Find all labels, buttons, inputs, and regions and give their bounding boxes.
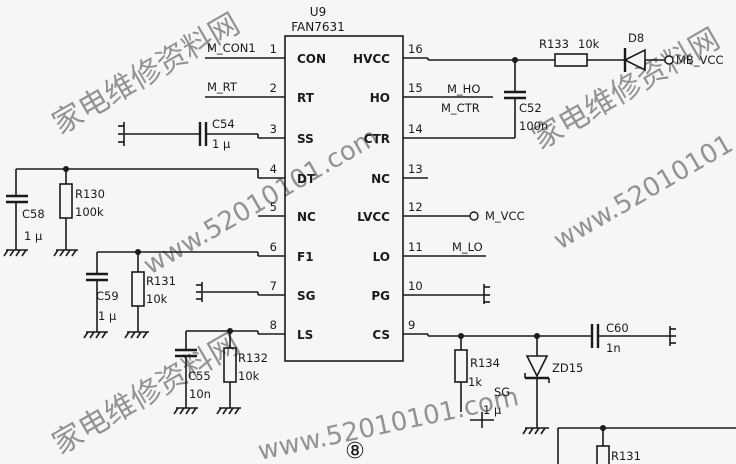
net-dt: C58 1 μ R130 100k — [3, 166, 259, 257]
c54-capacitor: C54 1 μ — [118, 117, 259, 151]
component-value: 1 μ — [24, 229, 43, 243]
net-cs: C60 1n R134 1k SG 1 μ ZD15 — [427, 321, 676, 435]
pin-number: 8 — [270, 318, 277, 332]
net-label: MB_VCC — [676, 53, 724, 67]
component-ref: C54 — [212, 117, 235, 131]
net-label: M_RT — [207, 80, 238, 94]
watermark-text: 家电维修资料网 — [47, 327, 246, 462]
pin-name: LO — [373, 250, 390, 264]
pin-number: 4 — [270, 162, 277, 176]
pin-name: SS — [297, 132, 314, 146]
watermark-layer: 家电维修资料网 www.52010101.com 家电维修资料网 www.520… — [47, 7, 736, 464]
pin-name: F1 — [297, 250, 314, 264]
pin-name: LS — [297, 328, 313, 342]
net-m-lo: M_LO — [428, 240, 486, 257]
component-ref: C60 — [606, 321, 629, 335]
figure-number: ⑧ — [345, 439, 365, 464]
component-ref: C55 — [188, 369, 211, 383]
component-value: 1 μ — [483, 403, 502, 417]
component-ref: R131 — [146, 274, 176, 288]
net-m-con1: M_CON1 — [205, 41, 258, 59]
net-m-rt: M_RT — [205, 80, 258, 98]
pin-name: PG — [371, 289, 390, 303]
component-value: 10k — [238, 369, 260, 383]
net-m-ho: M_HO M_CTR — [428, 82, 493, 115]
component-value: 1n — [606, 341, 621, 355]
pin-name: NC — [297, 210, 316, 224]
component-value: 100n — [519, 119, 548, 133]
watermark-text: www.52010101.com — [139, 122, 384, 281]
pin-number: 3 — [270, 122, 277, 136]
component-value: 100k — [75, 205, 104, 219]
component-ref: C59 — [96, 289, 119, 303]
chip-part: FAN7631 — [291, 20, 345, 34]
pin-name: NC — [371, 172, 390, 186]
net-m-vcc: M_VCC — [428, 209, 525, 223]
pin-name: DT — [297, 172, 316, 186]
pin-name: SG — [297, 289, 316, 303]
pin-name: HO — [370, 91, 390, 105]
pin-number: 14 — [408, 122, 423, 136]
pin-number: 1 — [270, 42, 277, 56]
pin-number: 6 — [270, 240, 277, 254]
component-value: 1 μ — [98, 309, 117, 323]
net-label: M_CON1 — [207, 41, 256, 55]
pin-name: CS — [372, 328, 390, 342]
component-ref: R134 — [470, 356, 500, 370]
net-label: M_LO — [452, 240, 483, 254]
component-value: 1 μ — [212, 137, 231, 151]
component-value: 10k — [146, 292, 168, 306]
pin-number: 5 — [270, 200, 277, 214]
net-f1: C59 1 μ R131 10k — [83, 249, 259, 339]
partial-r131-circuit: R131 — [557, 425, 736, 464]
net-label: M_VCC — [485, 209, 525, 223]
pin-number: 9 — [408, 318, 415, 332]
component-ref: R131 — [611, 449, 641, 463]
pin-name: HVCC — [353, 52, 390, 66]
pin-name: CON — [297, 52, 326, 66]
pin-number: 13 — [408, 162, 423, 176]
pin-name: CTR — [364, 132, 390, 146]
component-ref: R132 — [238, 351, 268, 365]
pin-name: RT — [297, 91, 315, 105]
net-sg-ground — [196, 282, 259, 302]
net-label: M_CTR — [441, 101, 480, 115]
net-hvcc: MB_VCC R133 10k D8 C52 100n — [427, 31, 724, 139]
net-label: M_HO — [447, 82, 480, 96]
component-value: 10k — [578, 37, 600, 51]
pin-number: 10 — [408, 279, 423, 293]
pin-number: 2 — [270, 81, 277, 95]
pin-number: 16 — [408, 42, 423, 56]
ic-body — [284, 35, 404, 362]
pin-number: 12 — [408, 200, 423, 214]
component-ref: R133 — [539, 37, 569, 51]
pin-number: 7 — [270, 279, 277, 293]
component-ref: R130 — [75, 187, 105, 201]
pin-name: LVCC — [357, 210, 390, 224]
net-label: SG — [494, 385, 510, 399]
component-value: 10n — [189, 387, 211, 401]
chip-ref: U9 — [310, 5, 326, 19]
component-ref: ZD15 — [552, 361, 583, 375]
component-ref: C52 — [519, 101, 542, 115]
pin-number: 15 — [408, 81, 423, 95]
net-pg-ground — [428, 284, 490, 304]
pin-number: 11 — [408, 240, 423, 254]
component-ref: C58 — [22, 207, 45, 221]
component-ref: D8 — [628, 31, 644, 45]
component-value: 1k — [468, 375, 482, 389]
net-ls: C55 10n R132 10k — [173, 328, 268, 415]
pin-stubs — [258, 57, 428, 335]
